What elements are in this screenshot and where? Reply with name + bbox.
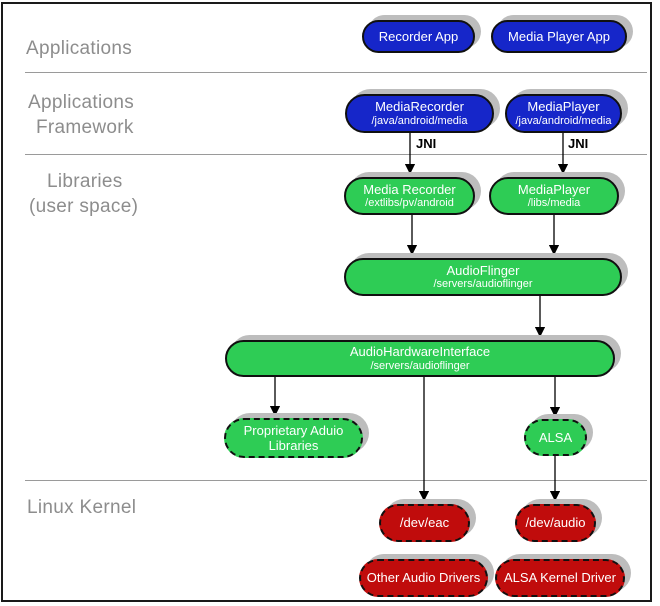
- node-title: ALSA Kernel Driver: [504, 570, 616, 586]
- layer-label-linux-kernel: Linux Kernel: [27, 495, 136, 520]
- node-dev-eac: /dev/eac: [379, 504, 470, 542]
- layer-label-line: (user space): [29, 196, 139, 217]
- layer-divider-framework: [25, 154, 647, 155]
- node-recorder-app: Recorder App: [362, 20, 475, 53]
- node-dev-audio: /dev/audio: [515, 504, 596, 542]
- node-subtitle: /java/android/media: [371, 114, 468, 127]
- node-audioflinger: AudioFlinger /servers/audioflinger: [344, 258, 622, 296]
- node-title: Media Player App: [508, 28, 610, 44]
- node-subtitle: /java/android/media: [515, 114, 612, 127]
- node-mediaplayer-framework: MediaPlayer /java/android/media: [505, 94, 622, 133]
- diagram-frame: Applications Applications Framework Libr…: [1, 2, 652, 602]
- node-alsa-kernel-driver: ALSA Kernel Driver: [495, 559, 625, 597]
- jni-label-right: JNI: [568, 136, 589, 151]
- layer-divider-kernel: [25, 480, 647, 481]
- layer-label-line: Libraries: [47, 171, 123, 192]
- node-title: MediaPlayer: [517, 181, 591, 197]
- node-title: /dev/eac: [399, 515, 450, 531]
- layer-label-applications: Applications: [26, 36, 132, 61]
- node-mediaplayer-lib: MediaPlayer /libs/media: [489, 177, 619, 215]
- node-title: MediaPlayer: [527, 99, 600, 115]
- node-subtitle: /servers/audioflinger: [433, 278, 533, 291]
- layer-label-line: Framework: [36, 117, 134, 138]
- node-title: Proprietary Aduio: [243, 422, 344, 438]
- node-mediarecorder-framework: MediaRecorder /java/android/media: [345, 94, 494, 133]
- node-title: Recorder App: [378, 28, 459, 44]
- node-title: AudioFlinger: [446, 262, 520, 278]
- node-other-audio-drivers: Other Audio Drivers: [359, 559, 488, 597]
- node-title: MediaRecorder: [375, 99, 464, 115]
- node-title-line2: Libraries: [268, 438, 319, 453]
- node-subtitle: /servers/audioflinger: [370, 359, 470, 372]
- node-audiohardwareinterface: AudioHardwareInterface /servers/audiofli…: [225, 340, 615, 377]
- node-subtitle: /libs/media: [527, 197, 581, 210]
- layer-label-libraries: Libraries (user space): [29, 169, 138, 219]
- layer-label-applications-framework: Applications Framework: [28, 90, 134, 140]
- layer-divider-applications: [25, 72, 647, 73]
- node-media-player-app: Media Player App: [491, 20, 627, 53]
- node-alsa: ALSA: [524, 419, 587, 456]
- node-media-recorder-lib: Media Recorder /extlibs/pv/android: [344, 177, 475, 215]
- layer-label-line: Applications: [28, 92, 135, 113]
- node-title: /dev/audio: [525, 515, 586, 531]
- node-title: ALSA: [538, 429, 573, 445]
- jni-label-left: JNI: [416, 136, 437, 151]
- node-subtitle: /extlibs/pv/android: [365, 197, 454, 210]
- node-proprietary-audio-libraries: Proprietary Aduio Libraries: [224, 418, 363, 458]
- node-title: AudioHardwareInterface: [349, 344, 491, 360]
- node-title: Media Recorder: [363, 181, 456, 197]
- layer-label-line: Applications: [26, 38, 133, 59]
- node-title: Other Audio Drivers: [366, 570, 481, 586]
- layer-label-line: Linux Kernel: [27, 497, 137, 518]
